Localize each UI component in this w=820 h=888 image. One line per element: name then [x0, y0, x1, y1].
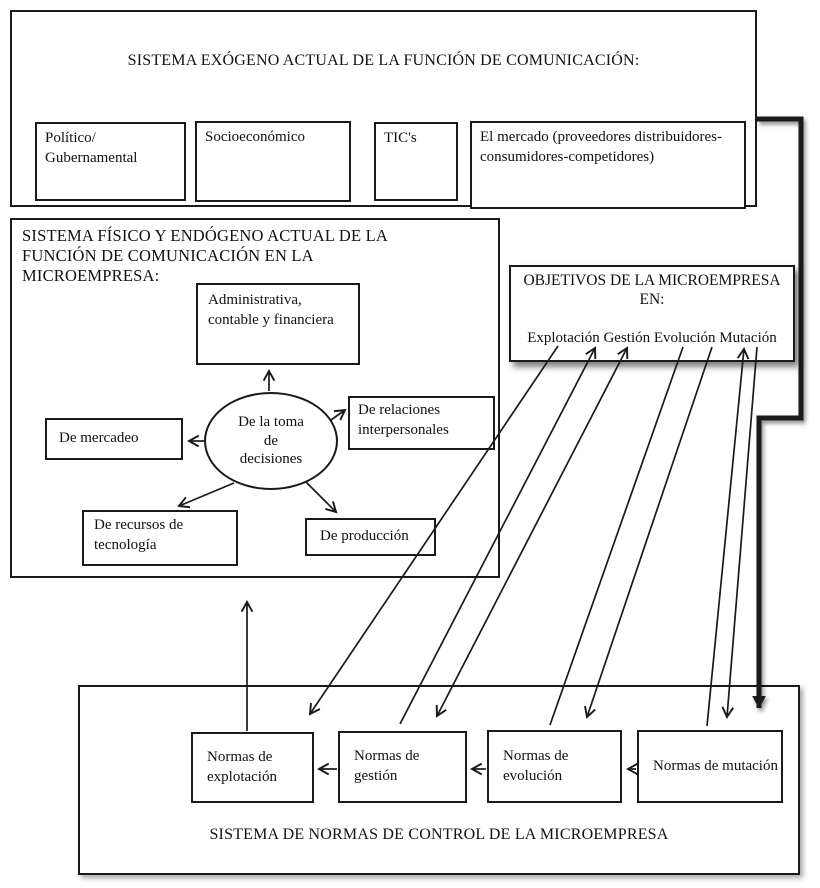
- node-produccion-box: De producción: [305, 518, 436, 556]
- factor-politico-box: Político/ Gubernamental: [35, 122, 186, 201]
- node-tecnologia-box: De recursos de tecnología: [82, 510, 238, 566]
- endogenous-system-title: SISTEMA FÍSICO Y ENDÓGENO ACTUAL DE LA F…: [22, 226, 484, 285]
- endogenous-title-line-3: MICROEMPRESA:: [22, 265, 160, 285]
- node-mercadeo-box: De mercadeo: [45, 418, 183, 460]
- connector-exogenous-to-norm-mutacion: [752, 116, 804, 709]
- norm-gestion-box: Normas de gestión: [338, 731, 467, 803]
- line-evolucion-objective-to-norm: [549, 346, 684, 726]
- ellipse-line-1: De la toma: [238, 413, 304, 430]
- objectives-labels: Explotación Gestión Evolución Mutación: [527, 330, 777, 346]
- norm-mutacion-box: Normas de mutación: [637, 730, 783, 803]
- norm-evolucion-box: Normas de evolución: [487, 730, 622, 803]
- objectives-box: OBJETIVOS DE LA MICROEMPRESA EN: Explota…: [509, 265, 795, 362]
- decision-making-ellipse: De la toma de decisiones: [204, 392, 338, 490]
- arrow-mutacion-objective-to-norm: [721, 346, 758, 719]
- factor-tics-box: TIC's: [374, 122, 458, 201]
- objectives-title-en: EN:: [639, 291, 665, 309]
- endogenous-title-line-1: SISTEMA FÍSICO Y ENDÓGENO ACTUAL DE LA: [22, 226, 389, 245]
- objectives-title-line: OBJETIVOS DE LA MICROEMPRESA: [523, 272, 781, 289]
- ellipse-line-3: decisiones: [239, 451, 303, 468]
- node-relaciones-box: De relaciones interpersonales: [348, 396, 495, 450]
- ellipse-line-2: de: [263, 432, 279, 449]
- factor-mercado-box: El mercado (proveedores distribuidores-c…: [470, 121, 746, 209]
- factor-socioeconomico-box: Socioeconómico: [195, 121, 351, 202]
- norm-explotacion-box: Normas de explotación: [191, 732, 314, 803]
- endogenous-title-line-2: FUNCIÓN DE COMUNICACIÓN EN LA: [22, 245, 314, 265]
- node-administrativa-box: Administrativa, contable y financiera: [196, 283, 360, 365]
- arrow-evolucion-objective-to-norm: [584, 346, 713, 719]
- norms-system-title: SISTEMA DE NORMAS DE CONTROL DE LA MICRO…: [209, 826, 669, 843]
- objectives-title: OBJETIVOS DE LA MICROEMPRESA EN:: [511, 271, 793, 310]
- arrow-norm-mutacion-to-objectives: [706, 347, 750, 727]
- exogenous-system-title: SISTEMA EXÓGENO ACTUAL DE LA FUNCIÓN DE …: [127, 52, 640, 69]
